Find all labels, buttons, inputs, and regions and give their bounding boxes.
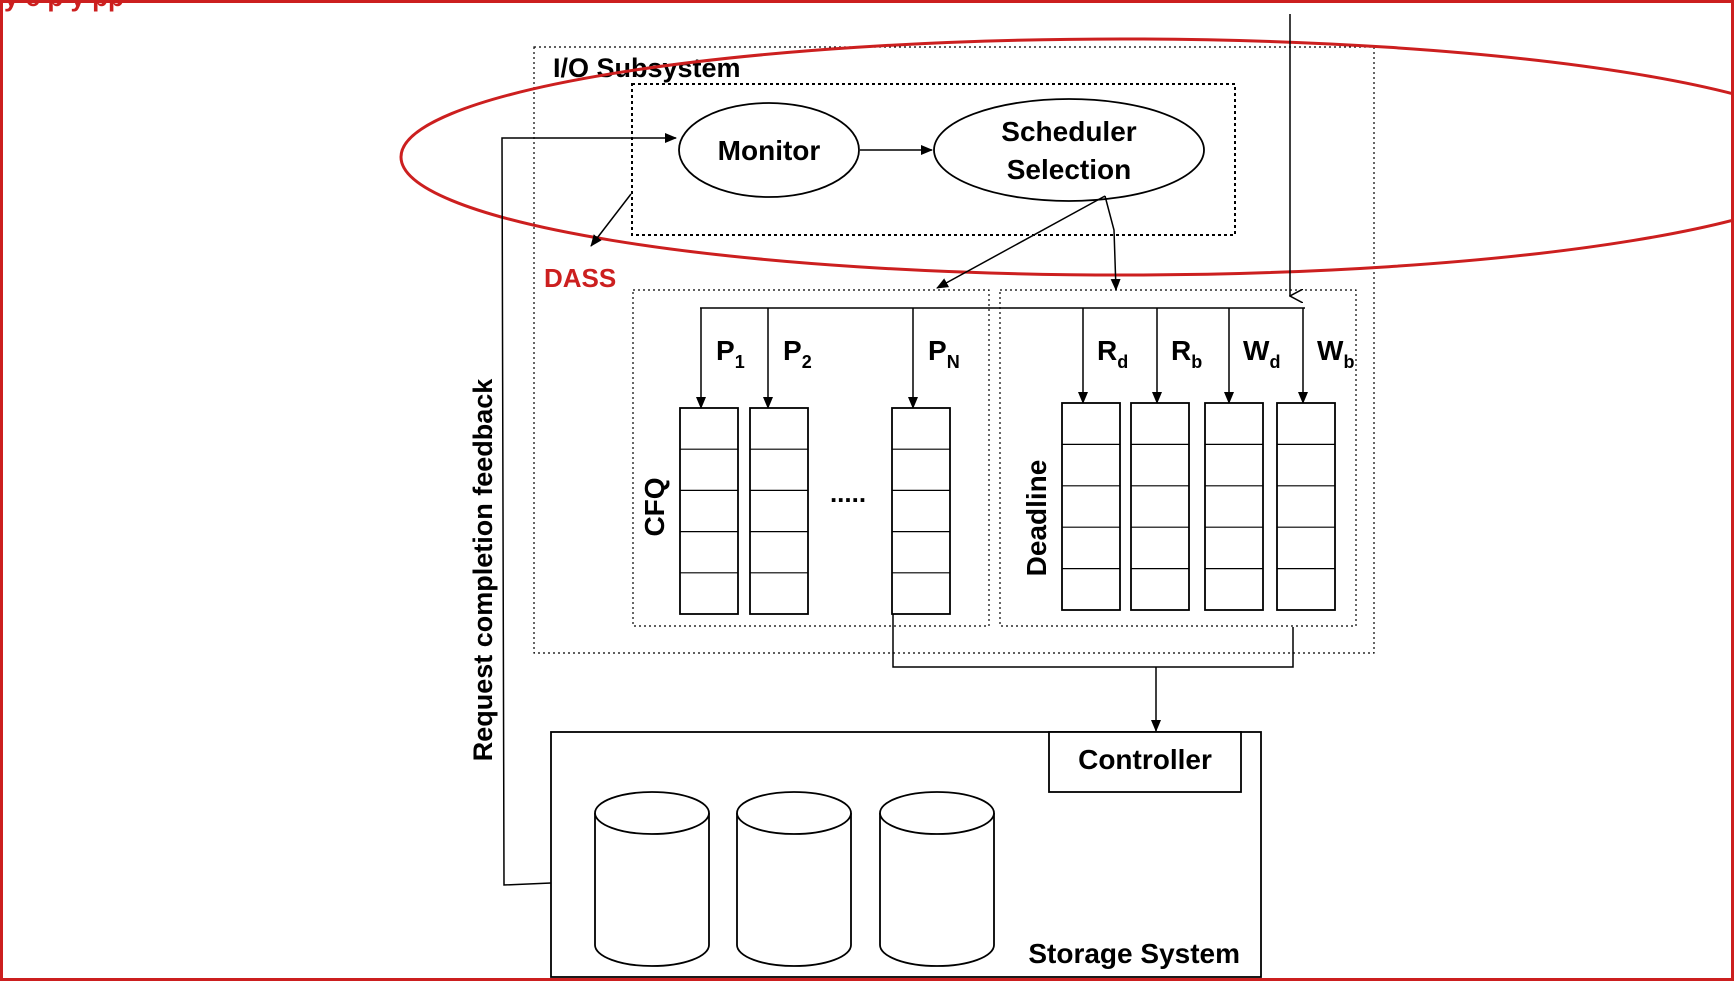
disk-body	[736, 813, 852, 967]
scheduler-to-cfq-arrow	[936, 195, 1106, 289]
cfq-ellipsis: .....	[830, 478, 866, 508]
header-text: y c p y pp	[4, 0, 124, 12]
deadline-queue-label: Rb	[1171, 335, 1202, 372]
cfq-queue-box	[679, 407, 739, 615]
disk-2-icon	[736, 791, 852, 967]
deadline-label: Deadline	[1021, 460, 1052, 577]
disk-body	[594, 813, 710, 967]
monitor-label: Monitor	[718, 135, 821, 166]
deadline-queue-box	[1204, 402, 1264, 611]
monitor-node	[678, 102, 860, 198]
storage-system-label: Storage System	[1028, 938, 1240, 969]
queue-group: P1 P2 PN Rd Rb Wd Wb	[679, 308, 1354, 615]
scheduler-selection-node	[933, 98, 1205, 202]
controller-box	[1048, 731, 1242, 793]
cfq-queue-box	[891, 407, 951, 615]
cfq-box	[632, 289, 990, 627]
feedback-label: Request completion feedback	[468, 378, 498, 762]
scheduler-to-deadline-arrow	[1104, 195, 1121, 291]
cfq-queue-label: PN	[928, 335, 960, 372]
feedback-path	[501, 133, 677, 886]
queue-merge-line	[892, 614, 1294, 668]
dass-label: DASS	[544, 263, 616, 293]
disk-1-icon	[594, 791, 710, 967]
deadline-box	[999, 289, 1357, 627]
cfq-queue-label: P2	[783, 335, 812, 372]
cfq-label: CFQ	[639, 477, 670, 536]
deadline-queue-box	[1061, 402, 1121, 611]
deadline-queue-label: Wb	[1317, 335, 1354, 372]
disk-group	[594, 791, 995, 967]
deadline-queue-label: Rd	[1097, 335, 1128, 372]
disk-top	[736, 791, 852, 835]
controller-label: Controller	[1078, 744, 1212, 775]
cfq-queue-box	[749, 407, 809, 615]
disk-body	[879, 813, 995, 967]
control-to-dass-arrow	[590, 193, 632, 247]
disk-top	[594, 791, 710, 835]
io-subsystem-box	[533, 46, 1375, 654]
deadline-queue-box	[1276, 402, 1336, 611]
dass-highlight-ellipse	[399, 37, 1734, 277]
disk-3-icon	[879, 791, 995, 967]
disk-top	[879, 791, 995, 835]
cfq-queue-label: P1	[716, 335, 745, 372]
scheduler-selection-label-2: Selection	[1007, 154, 1131, 185]
deadline-queue-box	[1130, 402, 1190, 611]
deadline-queue-label: Wd	[1243, 335, 1280, 372]
scheduler-selection-label-1: Scheduler	[1001, 116, 1136, 147]
control-box	[631, 83, 1236, 236]
